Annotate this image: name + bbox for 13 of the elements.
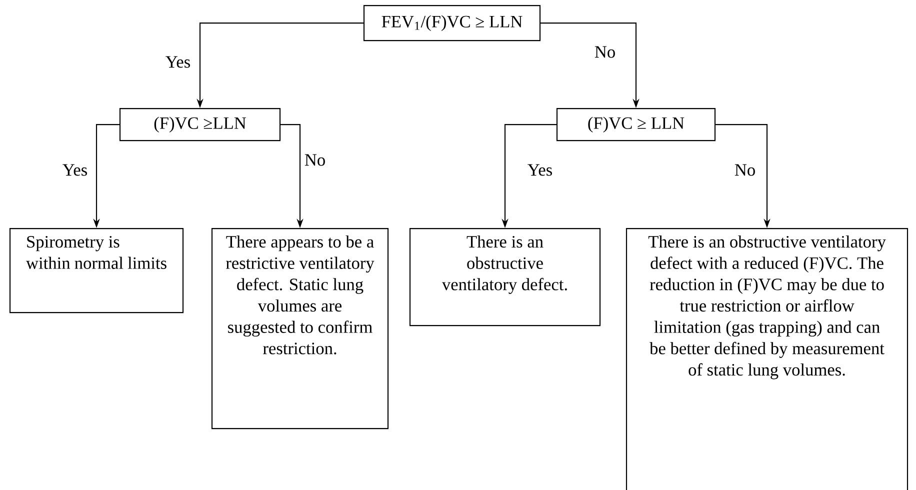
result-box: Spirometry is within normal limits xyxy=(9,228,184,314)
edge-label: Yes xyxy=(61,162,89,178)
result-box: There is an obstructive ventilatory defect. xyxy=(409,228,601,326)
edge-label: No xyxy=(303,152,327,168)
decision-box: (F)VC ≥LLN xyxy=(119,108,281,142)
decision-box: (F)VC ≥ LLN xyxy=(556,108,716,142)
edge-label: No xyxy=(733,162,757,178)
edge-label: Yes xyxy=(526,162,554,178)
result-box: There appears to be a restrictive ventilatory defect. Static lung volumes are suggested to confirm restriction. xyxy=(211,228,389,430)
edge-label: No xyxy=(593,44,617,60)
result-box: There is an obstructive ventilatory defect with a reduced (F)VC. The reduction in (F)VC may be due to true restriction or airflow limitation (gas trapping) and can be better defined by measurement of static lung volumes. xyxy=(626,228,908,490)
edge-label: Yes xyxy=(164,54,192,70)
decision-box: FEV$_{1}$/(F)VC ≥ LLN xyxy=(363,5,541,42)
